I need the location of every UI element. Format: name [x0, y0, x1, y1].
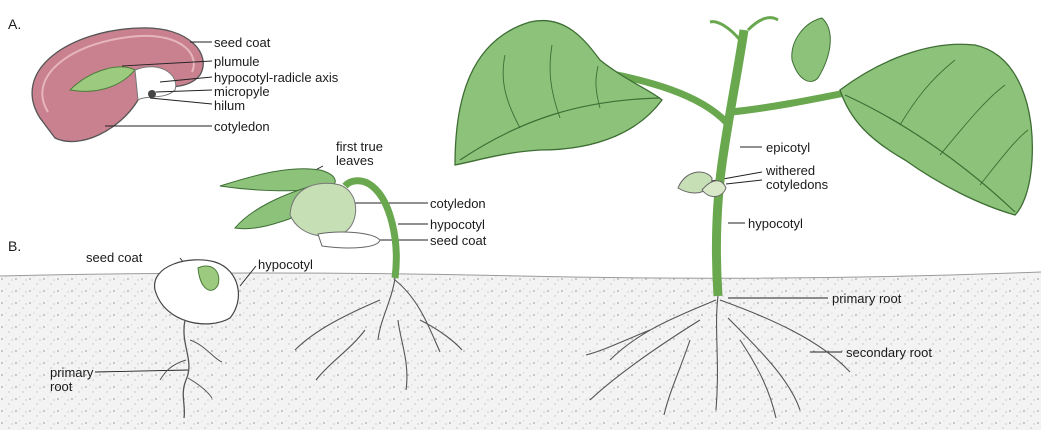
section-a-label: A.: [8, 16, 21, 32]
label-stage1-seed-coat: seed coat: [86, 251, 142, 264]
label-withered-cotyledons-line1: withered: [766, 164, 815, 177]
label-seed-coat: seed coat: [214, 36, 270, 49]
label-plumule: plumule: [214, 55, 260, 68]
label-primary-root-line2: root: [50, 380, 72, 393]
label-seed-cotyledon: cotyledon: [214, 120, 270, 133]
label-withered-cotyledons-line2: cotyledons: [766, 178, 828, 191]
label-first-true-leaves-line1: first true: [336, 140, 383, 153]
label-stage2-cotyledon: cotyledon: [430, 197, 486, 210]
label-stage2-seed-coat: seed coat: [430, 234, 486, 247]
seed-cross-section: [32, 28, 203, 142]
label-stage3-hypocotyl: hypocotyl: [748, 217, 803, 230]
label-secondary-root: secondary root: [846, 346, 932, 359]
label-stage1-hypocotyl: hypocotyl: [258, 258, 313, 271]
label-hypocotyl-radicle-axis: hypocotyl-radicle axis: [214, 71, 338, 84]
label-micropyle: micropyle: [214, 85, 270, 98]
label-primary-root: primary root: [832, 292, 901, 305]
label-hilum: hilum: [214, 99, 245, 112]
section-b-label: B.: [8, 238, 21, 254]
label-primary-root-line1: primary: [50, 366, 93, 379]
label-epicotyl: epicotyl: [766, 141, 810, 154]
label-first-true-leaves-line2: leaves: [336, 154, 374, 167]
label-stage2-hypocotyl: hypocotyl: [430, 218, 485, 231]
